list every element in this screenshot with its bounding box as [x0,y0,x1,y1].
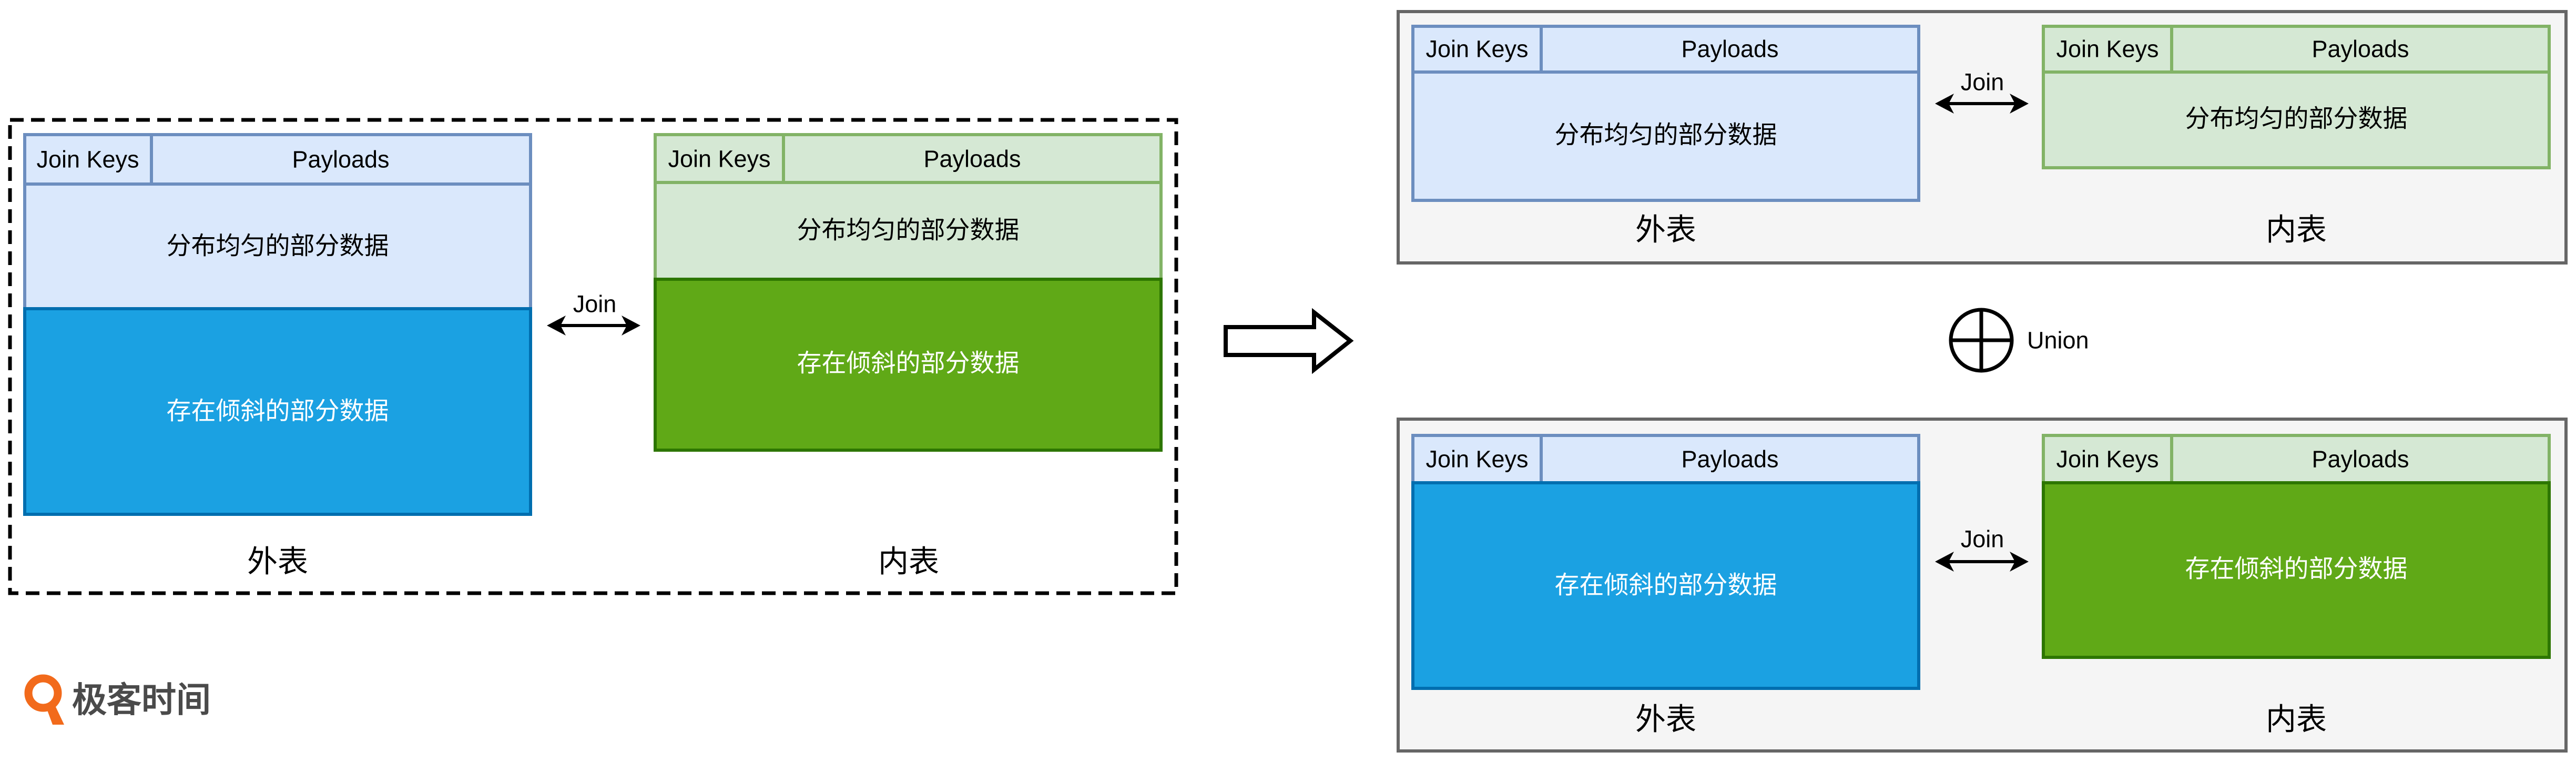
join-keys-header: Join Keys [2056,36,2158,63]
skewed-data-block [1411,481,1920,690]
payloads-header: Payloads [292,146,389,173]
circle-plus-icon [1949,308,2014,373]
payloads-header: Payloads [923,146,1021,172]
payloads-header-cell [1540,434,1920,484]
outer-table-label: 外表 [247,545,308,579]
payloads-header: Payloads [1681,36,1778,63]
skewed-data-text: 存在倾斜的部分数据 [167,397,389,425]
join-label: Join [573,291,617,318]
uniform-data-text: 分布均匀的部分数据 [2185,105,2408,133]
inner-table-label: 内表 [2266,703,2327,737]
join-label: Join [1961,526,2004,553]
skewed-inner-table: Join Keys Payloads 存在倾斜的部分数据 内表 [2042,434,2551,737]
geektime-logo-icon [24,674,64,725]
logo: 极客时间 [24,674,211,725]
join-keys-header: Join Keys [1426,36,1528,63]
join-keys-header: Join Keys [2056,446,2158,473]
skewed-data-block [654,278,1163,452]
join-keys-header: Join Keys [36,146,139,173]
join-label: Join [1961,69,2004,96]
uniform-data-block [1411,70,1920,202]
uniform-outer-table: Join Keys Payloads 分布均匀的部分数据 外表 [1411,25,1920,247]
uniform-data-text: 分布均匀的部分数据 [1555,121,1777,149]
payloads-header-cell [782,133,1163,184]
union-label: Union [2027,327,2089,354]
double-headed-arrow-icon [1935,94,2029,114]
inner-table-label: 内表 [2266,213,2327,247]
payloads-header-cell [2170,434,2551,484]
left-outer-table: Join Keys Payloads 分布均匀的部分数据 存在倾斜的部分数据 外… [23,133,532,579]
skewed-data-text: 存在倾斜的部分数据 [797,349,1020,377]
inner-table-label: 内表 [878,545,939,579]
left-panel: Join Keys Payloads 分布均匀的部分数据 存在倾斜的部分数据 外… [8,118,1178,595]
payloads-header-cell [150,133,532,186]
skewed-data-block [2042,481,2551,659]
uniform-inner-table: Join Keys Payloads 分布均匀的部分数据 内表 [2042,25,2551,247]
payloads-header: Payloads [1681,446,1778,473]
skewed-join-group: Join Keys Payloads 存在倾斜的部分数据 外表 Join Joi… [1397,418,2568,753]
uniform-join-group: Join Keys Payloads 分布均匀的部分数据 外表 Join Joi… [1397,10,2568,265]
payloads-header: Payloads [2312,446,2409,473]
left-inner-table: Join Keys Payloads 分布均匀的部分数据 存在倾斜的部分数据 内… [654,133,1163,579]
skewed-data-text: 存在倾斜的部分数据 [2185,555,2408,583]
uniform-data-block [23,182,532,310]
outer-table-label: 外表 [1635,703,1696,737]
join-keys-header: Join Keys [668,146,770,172]
outer-table-label: 外表 [1635,213,1696,247]
skewed-data-block [23,307,532,516]
payloads-header-cell [2170,25,2551,74]
logo-text: 极客时间 [72,680,211,720]
skewed-data-text: 存在倾斜的部分数据 [1555,571,1777,599]
uniform-data-block [2042,70,2551,169]
uniform-data-text: 分布均匀的部分数据 [797,216,1020,244]
skewed-outer-table: Join Keys Payloads 存在倾斜的部分数据 外表 [1411,434,1920,737]
payloads-header-cell [1540,25,1920,74]
double-headed-arrow-icon [1935,552,2029,572]
uniform-data-text: 分布均匀的部分数据 [167,232,389,260]
double-headed-arrow-icon [547,316,640,336]
join-keys-header: Join Keys [1426,446,1528,473]
left-dashed-border [8,118,1178,595]
payloads-header: Payloads [2312,36,2409,63]
hollow-right-arrow-icon [1224,308,1354,374]
